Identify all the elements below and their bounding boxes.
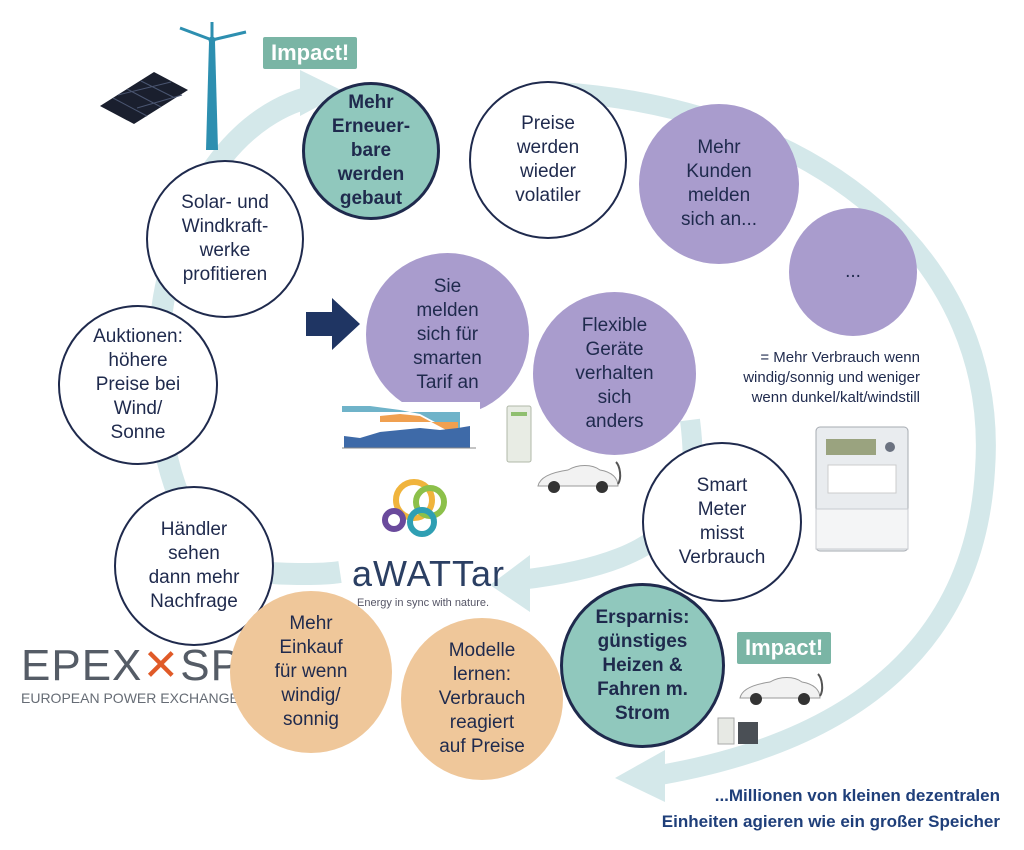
heat-pump-icon	[506, 405, 532, 463]
smarter-tarif-text: Sie melden sich für smarten Tarif an	[413, 275, 482, 393]
preise-volatiler-circle: Preise werden wieder volatiler	[469, 81, 627, 239]
epex-name-left: EPEX	[21, 641, 143, 690]
auktionen-text: Auktionen: höhere Preise bei Wind/ Sonne	[93, 326, 183, 443]
wind-turbine-icon	[179, 22, 247, 150]
impact-label-bottom: Impact!	[737, 632, 832, 664]
outer-arrowhead	[615, 750, 665, 802]
flexible-geraete-circle: Flexible Geräte verhalten sich anders	[533, 292, 696, 455]
mehr-erneuerbare-circle: Mehr Erneuer- bare werden gebaut	[302, 82, 440, 220]
mehr-kunden-text: Mehr Kunden melden sich an...	[680, 137, 758, 230]
footer-line-1: ...Millionen von kleinen dezentralen	[714, 786, 1000, 805]
smarter-tarif-circle: Sie melden sich für smarten Tarif an	[366, 253, 529, 416]
solar-windkraft-circle: Solar- und Windkraft- werke profitieren	[146, 160, 304, 318]
battery-storage-icon	[717, 717, 758, 745]
inner-arrowhead	[490, 555, 530, 612]
auktionen-circle: Auktionen: höhere Preise bei Wind/ Sonne	[58, 305, 218, 465]
awattar-tagline: Energy in sync with nature.	[357, 597, 490, 609]
footer-line-2: Einheiten agieren wie ein großer Speiche…	[661, 812, 1000, 831]
electric-car-icon	[537, 461, 622, 493]
solar-windkraft-text: Solar- und Windkraft- werke profitieren	[181, 192, 269, 285]
ellipsis-circle: ...	[789, 208, 917, 336]
impact-label-top: Impact!	[263, 37, 358, 69]
ellipsis-text: ...	[845, 261, 861, 282]
mehr-kunden-circle: Mehr Kunden melden sich an...	[639, 104, 799, 264]
arrow-right-icon	[306, 298, 360, 350]
awattar-name: aWATTar	[352, 553, 506, 594]
awattar-logo-icon	[382, 479, 447, 537]
mehr-einkauf-circle: Mehr Einkauf für wenn windig/ sonnig	[230, 591, 392, 753]
modelle-text: Modelle lernen: Verbrauch reagiert auf P…	[438, 640, 526, 757]
ersparnis-text: Ersparnis: günstiges Heizen & Fahren m. …	[595, 606, 690, 724]
consumption-note: = Mehr Verbrauch wenn windig/sonnig und …	[743, 349, 920, 406]
mehr-einkauf-text: Mehr Einkauf für wenn windig/ sonnig	[274, 613, 348, 730]
preise-volatiler-text: Preise werden wieder volatiler	[515, 113, 581, 206]
ersparnis-circle: Ersparnis: günstiges Heizen & Fahren m. …	[560, 583, 725, 748]
smart-meter-circle: Smart Meter misst Verbrauch	[642, 442, 802, 602]
smart-meter-icon	[815, 426, 909, 552]
solar-panel-icon	[100, 72, 188, 124]
electric-car-icon-2	[739, 673, 824, 705]
smart-meter-text: Smart Meter misst Verbrauch	[678, 475, 766, 568]
haendler-circle: Händler sehen dann mehr Nachfrage	[114, 486, 274, 646]
price-chart-icon	[340, 402, 480, 454]
epex-subtitle: EUROPEAN POWER EXCHANGE	[21, 690, 239, 706]
cycle-arrowhead-top	[300, 70, 345, 116]
epex-x-icon: ✕	[142, 641, 181, 690]
modelle-circle: Modelle lernen: Verbrauch reagiert auf P…	[401, 618, 563, 780]
mehr-erneuerbare-text: Mehr Erneuer- bare werden gebaut	[331, 92, 411, 209]
flexible-geraete-text: Flexible Geräte verhalten sich anders	[575, 314, 654, 432]
haendler-text: Händler sehen dann mehr Nachfrage	[148, 519, 240, 612]
